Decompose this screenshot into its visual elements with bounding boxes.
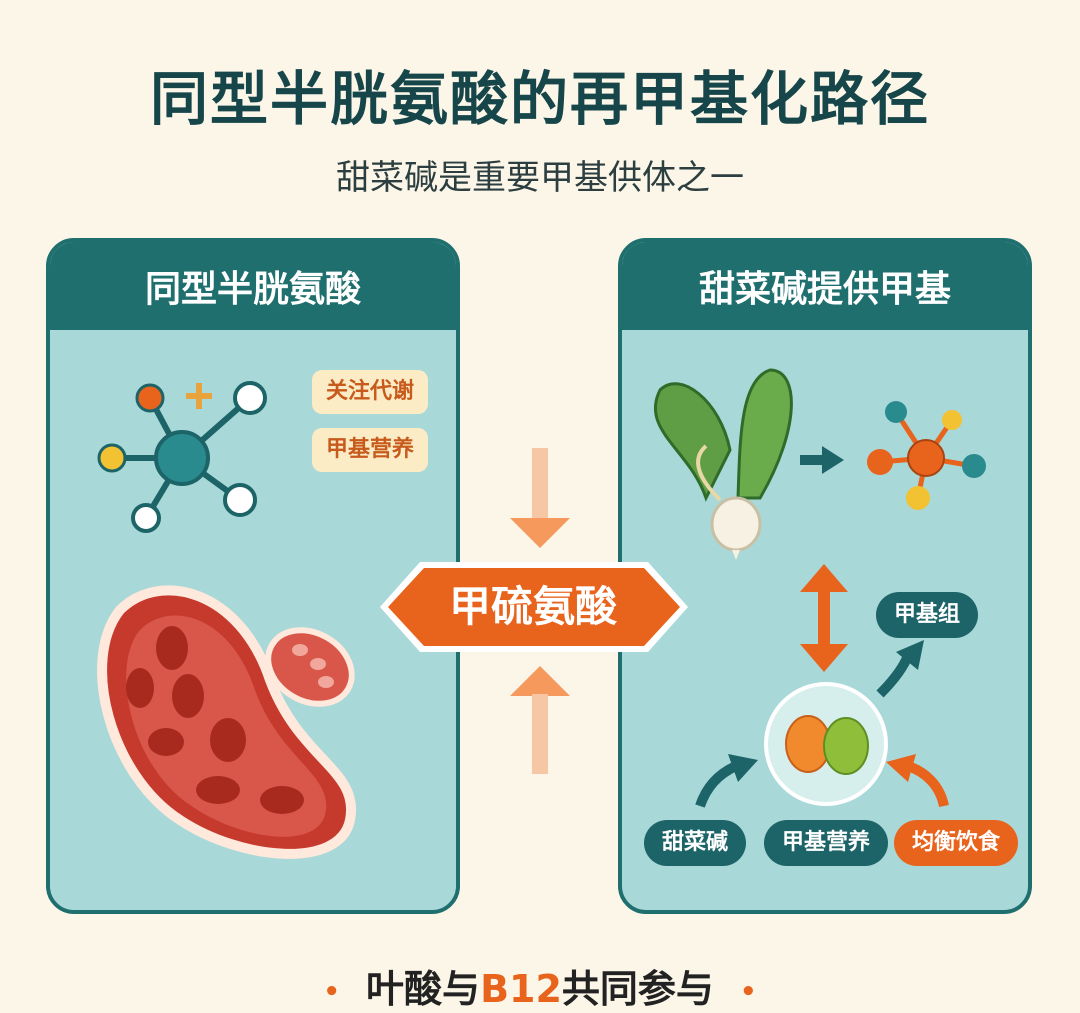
page-subtitle: 甜菜碱是重要甲基供体之一: [336, 158, 744, 198]
bullet-icon: •: [739, 976, 757, 1007]
arrow-icon: [800, 446, 844, 474]
footer: • 叶酸与B12共同参与 •: [0, 958, 1080, 1013]
pill-balanced-diet: 均衡饮食: [894, 820, 1019, 866]
red-blood-cell-icon: [97, 585, 357, 859]
methionine-hexagon: [380, 562, 688, 652]
footer-suffix: 共同参与: [561, 967, 714, 1011]
arrow-icon: [510, 448, 570, 774]
bullet-icon: •: [323, 976, 341, 1007]
page-title: 同型半胱氨酸的再甲基化路径: [149, 65, 930, 133]
molecule-icon: [867, 401, 986, 510]
arrow-icon: [695, 640, 949, 808]
methyl-group-pill: 甲基组: [876, 592, 979, 638]
footer-prefix: 叶酸与: [366, 967, 481, 1011]
pill-methyl-nutrition: 甲基营养: [764, 820, 889, 866]
right-panel-header: 甜菜碱提供甲基: [622, 242, 1028, 330]
pill-betaine: 甜菜碱: [644, 820, 747, 866]
egg-icon: [764, 682, 888, 806]
methionine-label: 甲硫氨酸: [448, 582, 617, 631]
left-panel: 同型半胱氨酸 关注代谢 甲基营养: [46, 238, 460, 914]
left-panel-header: 同型半胱氨酸: [50, 242, 456, 330]
beet-icon: [653, 368, 793, 560]
tag-methyl-nutrition: 甲基营养: [312, 428, 429, 472]
plus-icon: [186, 383, 212, 409]
arrow-icon: [800, 564, 848, 672]
tag-metabolism: 关注代谢: [312, 370, 429, 414]
molecule-icon: [97, 381, 267, 533]
footer-highlight: B12: [480, 967, 562, 1011]
